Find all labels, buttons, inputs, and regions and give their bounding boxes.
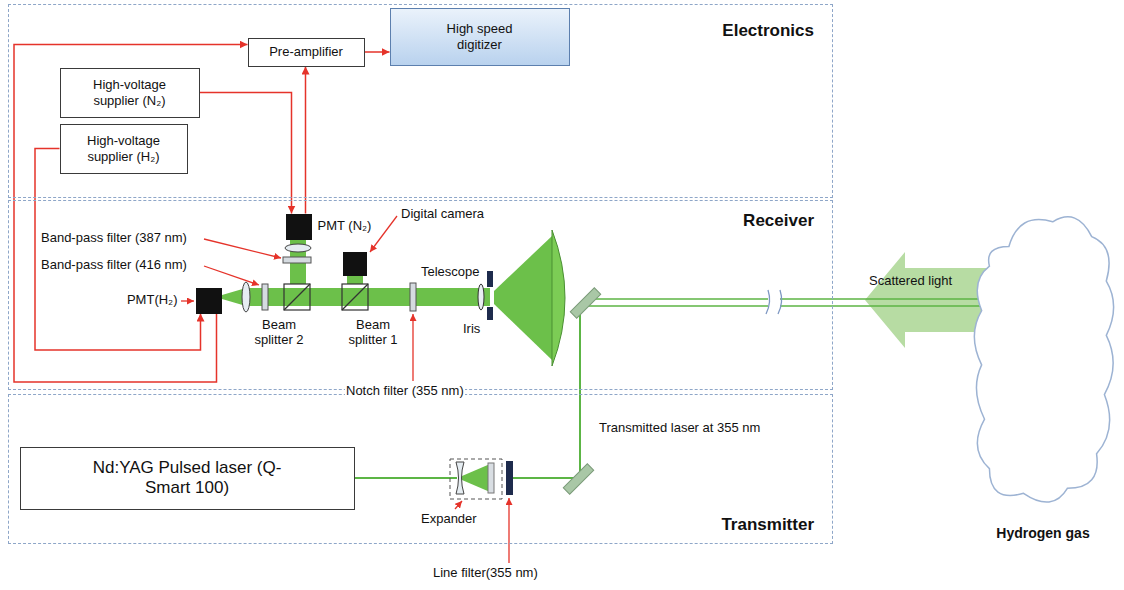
laser-box: Nd:YAG Pulsed laser (Q-Smart 100)	[20, 447, 355, 510]
beam-label: Transmitted laser at 355 nm	[598, 421, 761, 436]
section-title: Transmitter	[721, 515, 814, 535]
photomultiplier: PMT(H₂)	[196, 288, 222, 314]
part-label: Telescope	[420, 265, 481, 280]
cloud-shape	[974, 217, 1113, 502]
beam-splitter-diagonal	[342, 284, 368, 310]
gas-cloud: Hydrogen gas	[968, 205, 1118, 515]
detector-label: PMT (N₂)	[318, 219, 372, 234]
iris-blade	[487, 307, 493, 320]
mirror	[563, 464, 593, 494]
part-label: Notch filter (355 nm)	[345, 384, 465, 399]
part-label: Line filter(355 nm)	[432, 566, 539, 581]
laser-beam	[579, 304, 581, 474]
break-mark	[778, 290, 782, 314]
power-supply-box: High-voltage supplier (N₂)	[60, 68, 200, 118]
detector-label: PMT(H₂)	[127, 293, 178, 308]
section-title: Receiver	[743, 211, 814, 231]
iris-blade	[487, 271, 493, 287]
concave-lens	[456, 462, 464, 494]
laser-beam	[355, 477, 457, 479]
telescope-lens	[552, 230, 565, 366]
eyepiece-lens	[478, 284, 484, 310]
cloud-caption: Hydrogen gas	[968, 525, 1118, 541]
mirror	[570, 288, 600, 318]
laser-beam	[586, 305, 1000, 307]
camera-body	[343, 252, 367, 276]
signal-wire	[35, 149, 201, 351]
digitizer-box: High speed digitizer	[390, 8, 570, 66]
section-panel: Transmitter Nd:YAG Pulsed laser (Q-Smart …	[8, 394, 833, 544]
amplifier-box: Pre-amplifier	[248, 38, 365, 67]
break-mark	[766, 290, 770, 314]
leader-line	[370, 216, 397, 252]
photomultiplier: PMT (N₂)	[286, 214, 312, 240]
expander-lens	[488, 463, 494, 493]
beam-splitter	[284, 284, 310, 310]
part-label: Beam splitter 1	[340, 318, 406, 348]
part-label: Band-pass filter (416 nm)	[40, 258, 188, 273]
focusing-lens	[285, 244, 311, 252]
box-label: High-voltage supplier (H₂)	[74, 133, 174, 164]
part-label: Band-pass filter (387 nm)	[40, 231, 188, 246]
leader-line	[204, 266, 259, 285]
part-label: Iris	[462, 322, 481, 337]
box-label: Pre-amplifier	[269, 44, 343, 60]
signal-wire	[305, 67, 307, 214]
leader-line	[412, 314, 413, 381]
section-panel: ElectronicsPre-amplifier High speed digit…	[8, 4, 833, 198]
box-label: High speed digitizer	[435, 21, 525, 52]
scattered-beam	[588, 298, 1000, 300]
band-pass-filter	[262, 284, 268, 310]
leader-line	[455, 501, 462, 509]
part-label: Beam splitter 2	[246, 318, 312, 348]
leader-line	[508, 498, 509, 563]
part-label: Digital camera	[400, 207, 485, 222]
section-title: Electronics	[722, 21, 814, 41]
received-beam	[347, 276, 363, 284]
part-label: Expander	[420, 512, 478, 527]
expanded-beam	[462, 464, 490, 492]
beam-splitter-diagonal	[284, 284, 310, 310]
focusing-lens	[242, 282, 250, 312]
leader-line	[181, 300, 194, 301]
beam-label: Scattered light	[868, 274, 953, 289]
cloud-outline	[968, 205, 1118, 515]
box-label: Nd:YAG Pulsed laser (Q-Smart 100)	[87, 458, 287, 499]
beam-splitter	[342, 284, 368, 310]
collected-light-cone	[494, 236, 552, 360]
section-panel: Receiver PMT (N₂) PMT(H₂)	[8, 200, 833, 390]
box-label: High-voltage supplier (N₂)	[80, 77, 180, 108]
notch-filter	[410, 283, 416, 311]
signal-wire	[14, 45, 248, 383]
band-pass-filter	[283, 257, 311, 263]
line-filter	[506, 461, 513, 495]
expander-housing	[450, 459, 502, 499]
laser-beam	[513, 477, 576, 479]
power-supply-box: High-voltage supplier (H₂)	[60, 124, 188, 174]
signal-wire	[365, 51, 390, 53]
signal-wire	[200, 93, 292, 214]
leader-line	[204, 239, 281, 258]
